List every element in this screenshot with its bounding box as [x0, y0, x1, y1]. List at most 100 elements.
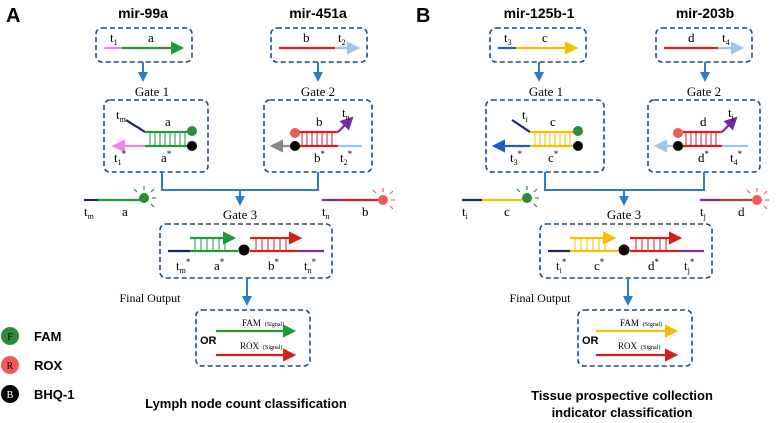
final-output-label: Final Output	[509, 291, 571, 305]
released-left-d-label: a	[122, 204, 128, 219]
input1-toehold-label: t3	[504, 30, 512, 47]
svg-text:B: B	[7, 390, 14, 401]
gate3-box	[539, 223, 713, 279]
gate1-tm-label: ti	[522, 107, 529, 124]
bhq-dot	[573, 141, 583, 151]
panel-letter: B	[416, 5, 430, 27]
gate3-label: Gate 3	[607, 207, 641, 222]
panel-letter: A	[6, 5, 20, 27]
legend: F FAM R ROX B BHQ-1	[1, 327, 74, 403]
gate3-label-2: a*	[214, 257, 225, 273]
panel-caption-line-2: indicator classification	[552, 405, 693, 420]
output-rox-label: ROX(Signal)	[240, 341, 282, 351]
bhq-dot	[290, 141, 300, 151]
mirna-label-2: mir-203b	[676, 5, 734, 21]
rox-dot	[673, 128, 683, 138]
output-fam-label: FAM(Signal)	[242, 318, 284, 328]
gate2-complex	[653, 116, 748, 153]
input2-domain-label: d	[688, 30, 695, 45]
svg-text:F: F	[7, 332, 13, 343]
bhq-dot	[673, 141, 683, 151]
released-left-d-label: c	[504, 204, 510, 219]
input2-toehold-label: t4	[722, 30, 730, 47]
gate2-bstar-label: b*	[314, 149, 326, 165]
panel-caption: Lymph node count classification	[145, 396, 347, 411]
input1-domain-label: c	[542, 30, 548, 45]
output-or-label: OR	[582, 335, 599, 347]
gate1-complex	[491, 119, 583, 153]
output-rox-label: ROX(Signal)	[618, 341, 660, 351]
released-right-t-label: tj	[700, 204, 706, 221]
released-right-d-label: b	[362, 204, 369, 219]
gate2-label: Gate 2	[687, 84, 721, 99]
output-or-label: OR	[200, 335, 217, 347]
output-box	[577, 309, 693, 367]
released-strand-left	[84, 186, 156, 208]
legend-label: ROX	[34, 358, 63, 373]
rox-dot	[1, 356, 19, 374]
legend-label: BHQ-1	[34, 387, 74, 402]
merge-line	[544, 172, 705, 191]
gate2-complex	[269, 116, 362, 153]
input1-toehold-label: t1	[110, 30, 118, 47]
gate3-label-1: tm*	[176, 257, 191, 275]
input-box-2	[270, 27, 368, 63]
gate2-box	[263, 99, 373, 173]
gate3-label-2: c*	[594, 257, 605, 273]
rox-dot	[290, 128, 300, 138]
gate1-a-label: c	[550, 114, 556, 129]
released-right-d-label: d	[738, 204, 745, 219]
gate1-box	[485, 99, 605, 173]
fam-dot	[187, 126, 197, 136]
gate2-t2star-label: t2*	[340, 149, 353, 167]
panel-a: A mir-99a mir-451a t1 a b t2 Gate 1 Gate…	[6, 5, 395, 411]
merge-line	[161, 172, 319, 191]
legend-item-rox: R ROX	[1, 356, 63, 374]
input-box-2	[655, 27, 753, 63]
gate3-label-3: d*	[648, 257, 660, 273]
released-left-t-label: tm	[84, 204, 95, 221]
bhq-dot	[1, 385, 19, 403]
gate1-t1star-label: t1*	[114, 149, 127, 167]
gate1-complex	[111, 119, 197, 153]
mirna-label-1: mir-99a	[118, 5, 168, 21]
fam-dot	[573, 126, 583, 136]
gate2-label: Gate 2	[301, 84, 335, 99]
gate3-label: Gate 3	[223, 207, 257, 222]
released-left-t-label: ti	[462, 204, 469, 221]
gate1-tm-label: tm	[116, 107, 127, 124]
final-output-label: Final Output	[119, 291, 181, 305]
gate3-label-4: tn*	[304, 257, 317, 275]
gate2-b-label: d	[700, 114, 707, 129]
mirna-label-2: mir-451a	[289, 5, 347, 21]
input2-toehold-label: t2	[338, 30, 346, 47]
gate1-label: Gate 1	[529, 84, 563, 99]
input2-domain-label: b	[303, 30, 310, 45]
gate1-astar-label: c*	[548, 149, 559, 165]
fam-dot	[1, 327, 19, 345]
output-box	[195, 309, 311, 367]
gate2-b-label: b	[316, 114, 323, 129]
gate1-astar-label: a*	[161, 149, 172, 165]
released-strand-right	[322, 188, 395, 210]
input-box-1	[489, 27, 587, 63]
legend-label: FAM	[34, 329, 61, 344]
output-fam-label: FAM(Signal)	[620, 318, 662, 328]
gate2-bstar-label: d*	[698, 149, 710, 165]
panel-caption-line-1: Tissue prospective collection	[531, 388, 713, 403]
released-strand-left	[462, 186, 539, 208]
legend-item-fam: F FAM	[1, 327, 61, 345]
gate3-label-1: ti*	[556, 257, 567, 275]
gate1-t1star-label: t3*	[510, 149, 523, 167]
panel-b: B mir-125b-1 mir-203b t3 c d t4 Gate 1 G…	[416, 5, 769, 420]
input1-domain-label: a	[148, 30, 154, 45]
gate3-label-4: tj*	[684, 257, 695, 275]
gate2-tn-label: tj	[728, 105, 734, 122]
gate2-t2star-label: t4*	[730, 149, 743, 167]
legend-item-bhq: B BHQ-1	[1, 385, 74, 403]
svg-text:R: R	[7, 361, 14, 372]
gate3-complex	[548, 231, 704, 256]
gate2-tn-label: tn	[342, 105, 350, 122]
input-box-1	[95, 27, 193, 63]
